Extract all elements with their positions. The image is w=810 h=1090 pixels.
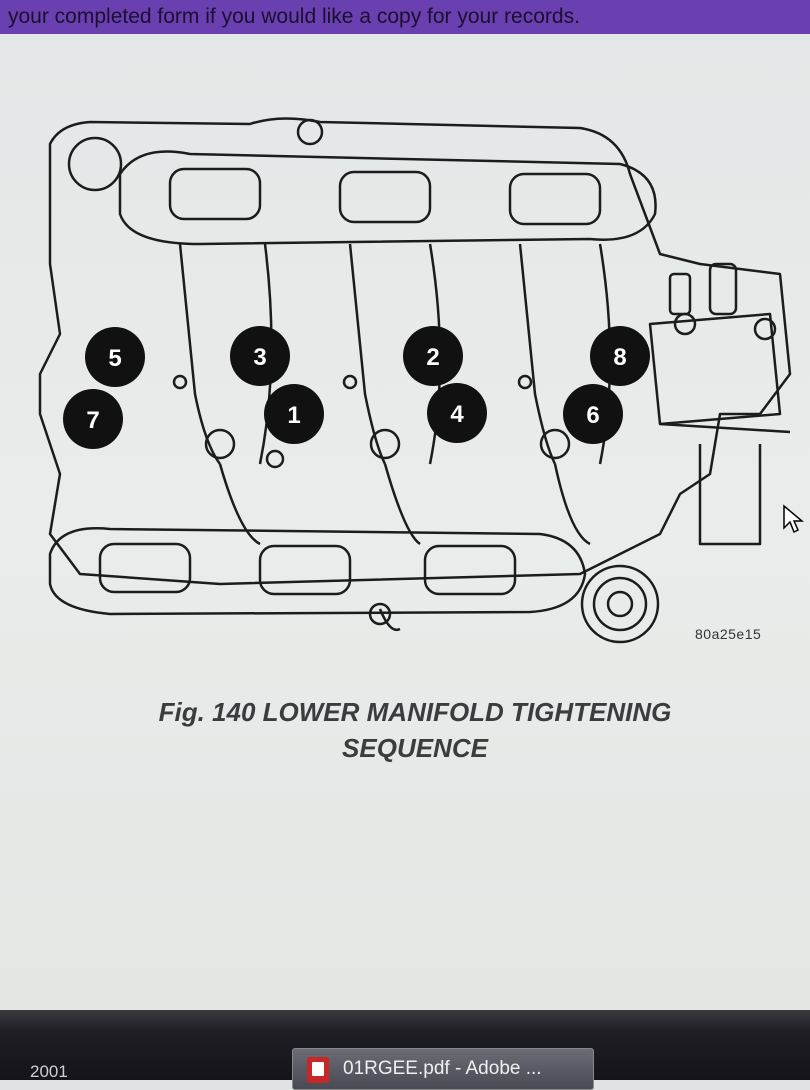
- bolt-marker-4: 4: [427, 383, 487, 443]
- manifold-line-art: 5 3 2 8 7: [38, 117, 792, 644]
- bolt-label-8: 8: [613, 344, 626, 371]
- bolt-label-5: 5: [108, 345, 121, 372]
- bolt-label-1: 1: [287, 402, 300, 429]
- taskbar: 2001 01RGEE.pdf - Adobe ...: [0, 1010, 810, 1090]
- bolt-marker-8: 8: [590, 326, 650, 386]
- bolt-marker-3: 3: [230, 326, 290, 386]
- top-banner: your completed form if you would like a …: [0, 0, 810, 34]
- taskbar-item-label: 01RGEE.pdf - Adobe ...: [343, 1058, 542, 1079]
- caption-line-2: SEQUENCE: [342, 733, 488, 763]
- taskbar-year-label: 2001: [30, 1062, 68, 1081]
- document-page: 5 3 2 8 7: [0, 34, 810, 1010]
- figure-caption: Fig. 140 LOWER MANIFOLD TIGHTENING SEQUE…: [95, 694, 735, 766]
- figure-reference-code: 80a25e15: [695, 626, 762, 642]
- bolt-markers: 5 3 2 8 7: [63, 326, 650, 449]
- bolt-label-2: 2: [426, 344, 439, 371]
- bolt-marker-2: 2: [403, 326, 463, 386]
- bolt-label-7: 7: [86, 407, 99, 434]
- bolt-marker-6: 6: [563, 384, 623, 444]
- caption-line-1: Fig. 140 LOWER MANIFOLD TIGHTENING: [158, 697, 672, 727]
- bolt-label-6: 6: [586, 402, 599, 429]
- taskbar-item-pdf-reader[interactable]: 01RGEE.pdf - Adobe ...: [292, 1048, 594, 1090]
- mouse-cursor-icon: [783, 504, 804, 534]
- manifold-illustration: 5 3 2 8 7: [20, 114, 810, 674]
- pdf-icon: [307, 1057, 329, 1083]
- bolt-marker-1: 1: [264, 384, 324, 444]
- bolt-marker-5: 5: [85, 327, 145, 387]
- bolt-label-3: 3: [253, 344, 266, 371]
- bolt-marker-7: 7: [63, 389, 123, 449]
- bolt-label-4: 4: [450, 401, 464, 428]
